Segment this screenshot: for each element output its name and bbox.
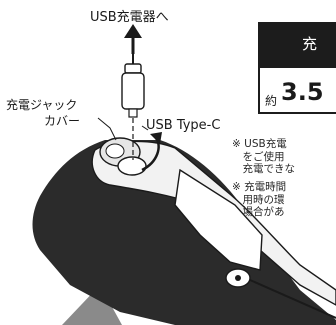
pointer-triangle [62,285,122,325]
device-body [32,140,336,325]
usb-type-label: USB Type-C [146,118,221,133]
jack-cover-label-line1: 充電ジャック [6,98,78,112]
jack-cover-leader [97,117,117,141]
charge-time-box [258,68,336,114]
note-charge-time: ※ 充電時間 用時の環 場合があ [232,181,287,218]
jack-cover-label-line2: カバー [44,114,81,128]
spec-title-box [258,22,336,68]
spec-title: 充 [302,35,318,53]
jack-port [117,156,147,176]
note-usb-charger: ※ USB充電 をご使用 充電できな [232,138,295,175]
charge-time-value: 3.5 [281,78,324,106]
usb-charger-label: USB充電器へ [90,10,169,25]
strap [249,279,336,319]
device-clip [174,168,263,271]
usb-type-leader [141,125,149,131]
usb-plug [124,63,142,74]
charge-time-prefix: 約 [265,94,278,108]
